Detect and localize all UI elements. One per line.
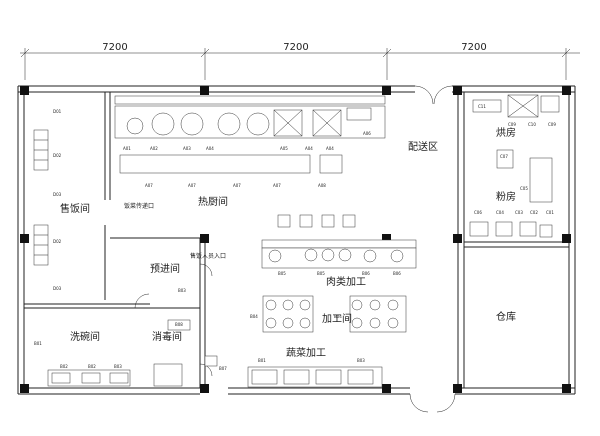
equipment-tag: D03	[53, 286, 62, 291]
equipment-tag: B05	[278, 271, 286, 276]
equipment-tag: B08	[175, 322, 183, 327]
dimension-3: 7200	[461, 42, 486, 53]
equipment-tag: B06	[362, 271, 370, 276]
dimension-2: 7200	[283, 42, 308, 53]
equipment-tag: C09	[548, 122, 556, 127]
column	[382, 234, 391, 243]
room-baking: 烘房	[496, 126, 516, 139]
equipment-tag: A08	[318, 183, 326, 188]
column	[382, 86, 391, 95]
equipment-tag: B06	[393, 271, 401, 276]
column	[200, 86, 209, 95]
vegetable-processing-equipment	[204, 355, 383, 388]
equipment-tag: C03	[515, 210, 523, 215]
equipment-tag: D02	[53, 239, 62, 244]
equipment-tag: C06	[474, 210, 482, 215]
serving-counters	[33, 129, 49, 266]
bake-flour-equipment	[469, 94, 560, 238]
room-dishwashing: 洗碗间	[70, 330, 100, 343]
equipment-tag: B03	[178, 288, 186, 293]
equipment-tag: C02	[530, 210, 538, 215]
column	[562, 86, 571, 95]
equipment-tag: B03	[357, 358, 365, 363]
room-disinfection: 消毒间	[152, 330, 182, 343]
equipment-tag: A04	[305, 146, 313, 151]
equipment-tag: A02	[150, 146, 158, 151]
equipment-tag: B03	[114, 364, 122, 369]
column	[200, 384, 209, 393]
column	[20, 234, 29, 243]
equipment-tag: A04	[326, 146, 334, 151]
room-preparation: 预进间	[150, 262, 180, 275]
equipment-tag: B07	[219, 366, 227, 371]
equipment-tag: A03	[183, 146, 191, 151]
equipment-tag: B04	[334, 314, 342, 319]
columns	[20, 86, 571, 393]
equipment-tag: C04	[496, 210, 504, 215]
dishwashing-equipment	[47, 319, 191, 387]
column	[453, 86, 462, 95]
room-warehouse: 仓库	[496, 310, 516, 323]
room-serving: 售饭间	[60, 202, 90, 215]
equipment-tag: D02	[53, 153, 62, 158]
column	[453, 234, 462, 243]
equipment-tag: A07	[188, 183, 196, 188]
note-food-window: 饭菜传递口	[124, 202, 154, 210]
equipment-tag: C07	[500, 154, 508, 159]
hot-kitchen-equipment	[114, 95, 417, 249]
column	[562, 234, 571, 243]
room-meat: 肉类加工	[326, 275, 366, 288]
equipment-tag: A05	[280, 146, 288, 151]
equipment-tag: A06	[363, 131, 371, 136]
note-staff-entrance: 售饭人员入口	[190, 252, 226, 260]
equipment-tag: C11	[478, 104, 486, 109]
equipment-tags: A01 A02 A03 A04 A05 A04 A04 A06 A07 A07 …	[34, 104, 556, 371]
processing-stations	[262, 295, 407, 333]
doors	[134, 85, 456, 413]
equipment-tag: B05	[317, 271, 325, 276]
equipment-tag: B01	[34, 341, 42, 346]
room-processing: 加工间	[322, 312, 352, 325]
room-vegetable: 蔬菜加工	[286, 347, 326, 359]
dimension-line: 7200 7200 7200	[20, 42, 580, 80]
room-hot-kitchen: 热厨间	[198, 195, 228, 208]
equipment-tag: C09	[508, 122, 516, 127]
room-delivery: 配送区	[408, 140, 438, 153]
room-flour: 粉房	[496, 190, 516, 203]
equipment-tag: C01	[546, 210, 554, 215]
equipment-tag: B02	[60, 364, 68, 369]
equipment-tag: D01	[53, 109, 62, 114]
equipment-tag: A04	[206, 146, 214, 151]
column	[20, 86, 29, 95]
column	[562, 384, 571, 393]
column	[453, 384, 462, 393]
equipment-tag: A07	[233, 183, 241, 188]
equipment-tag: B02	[88, 364, 96, 369]
equipment-tag: B01	[258, 358, 266, 363]
column	[382, 384, 391, 393]
dimension-1: 7200	[102, 42, 127, 53]
equipment-tag: C05	[520, 186, 528, 191]
equipment-tag: A01	[123, 146, 131, 151]
column	[20, 384, 29, 393]
equipment-tag: D03	[53, 192, 62, 197]
equipment-tag: C10	[528, 122, 536, 127]
equipment-tag: B04	[250, 314, 258, 319]
column	[200, 234, 209, 243]
equipment-tag: A07	[273, 183, 281, 188]
meat-processing-equipment	[261, 247, 417, 269]
equipment-tag: A07	[145, 183, 153, 188]
